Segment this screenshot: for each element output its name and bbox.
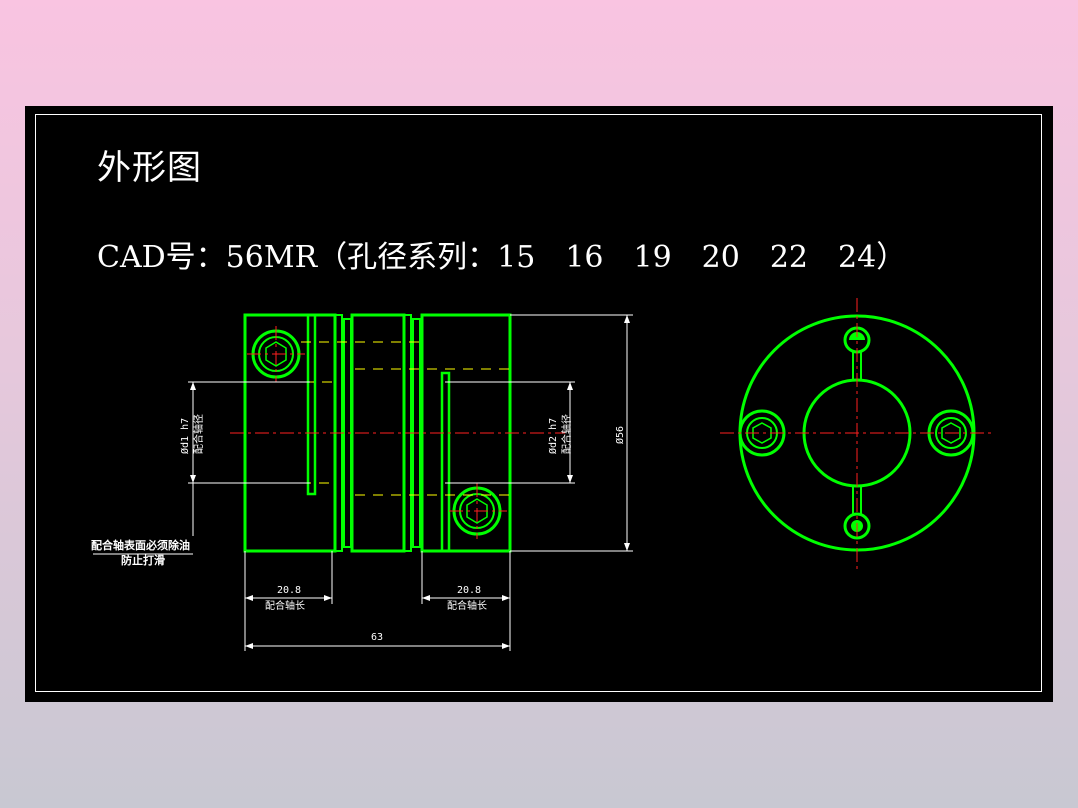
page-title: 外形图 bbox=[97, 148, 202, 188]
surface-note-line2: 防止打滑 bbox=[121, 553, 165, 567]
fit-length-left-note: 配合轴长 bbox=[265, 599, 305, 612]
hex-socket-icon bbox=[752, 422, 772, 444]
fit-length-right-note: 配合轴长 bbox=[447, 599, 487, 612]
dimension-arrows bbox=[190, 315, 630, 649]
drawing-frame bbox=[35, 114, 1042, 692]
fit-length-left-label: 20.8 bbox=[277, 585, 301, 596]
drawing-slide: 外形图 CAD号：56MR（孔径系列：15 16 19 20 22 24） bbox=[25, 106, 1053, 702]
hex-socket-icon bbox=[265, 341, 287, 367]
surface-note-line1: 配合轴表面必须除油 bbox=[91, 538, 190, 552]
bore-right-label: Ød2 h7 bbox=[547, 418, 559, 454]
dimension-lines bbox=[93, 314, 633, 651]
left-slot bbox=[306, 315, 317, 496]
total-length-label: 63 bbox=[371, 632, 383, 643]
end-view-top-slot bbox=[852, 352, 862, 380]
end-view-centerlines bbox=[720, 298, 993, 572]
right-slot bbox=[440, 371, 451, 551]
coupling-drawing: Ød1 h7 配合轴径 Ød2 h7 配合轴径 Ø56 20.8 配合轴长 20… bbox=[91, 298, 993, 651]
bore-left-note: 配合轴径 bbox=[192, 414, 205, 454]
outer-diameter-label: Ø56 bbox=[614, 426, 626, 444]
centerlines bbox=[230, 326, 565, 539]
fit-length-right-label: 20.8 bbox=[457, 585, 481, 596]
end-view-bottom-slot bbox=[852, 486, 862, 514]
cad-number-line: CAD号：56MR（孔径系列：15 16 19 20 22 24） bbox=[97, 240, 907, 275]
bore-right-note: 配合轴径 bbox=[560, 414, 573, 454]
hex-socket-icon bbox=[466, 498, 488, 524]
bore-left-label: Ød1 h7 bbox=[179, 418, 191, 454]
hex-socket-icon bbox=[941, 422, 961, 444]
end-view-bottom-hole bbox=[843, 512, 871, 540]
